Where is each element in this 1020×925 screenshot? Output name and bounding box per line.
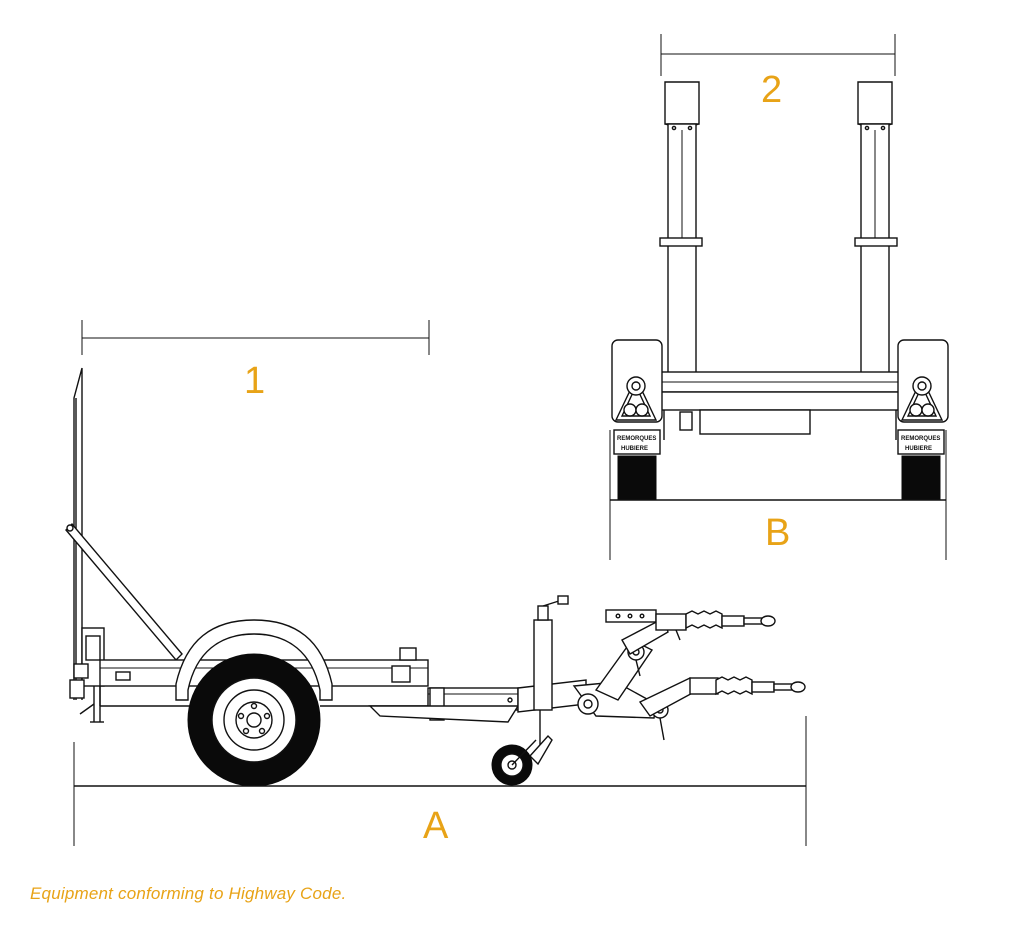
rear-right-wheel: REMORQUES HUBIERE	[897, 429, 945, 501]
rear-bracket	[69, 627, 105, 723]
rear-right-light	[897, 339, 949, 423]
jockey-wheel	[491, 595, 569, 786]
side-view: 1	[65, 320, 807, 847]
dimension-label-2: 2	[761, 69, 782, 111]
dimension-line-a	[73, 716, 807, 846]
caption: Equipment conforming to Highway Code.	[30, 884, 347, 903]
rear-right-post	[854, 81, 898, 401]
rear-left-light	[611, 339, 663, 423]
dimension-label-b: B	[765, 512, 790, 554]
diagonal-brace	[65, 522, 183, 662]
dimension-line-2	[660, 34, 896, 76]
dimension-line-b	[609, 430, 947, 560]
plate-text-right-2: HUBIERE	[905, 446, 932, 452]
dimension-label-1: 1	[244, 360, 265, 402]
plate-text-left-2: HUBIERE	[621, 446, 648, 452]
mudguard	[175, 619, 333, 701]
side-wheel	[187, 653, 321, 787]
plate-text-left-1: REMORQUES	[617, 436, 656, 442]
rear-view: 2	[609, 34, 949, 560]
dimension-line-1	[81, 320, 430, 355]
rear-bed	[655, 371, 905, 440]
dimension-label-a: A	[423, 805, 449, 847]
plate-text-right-1: REMORQUES	[901, 436, 940, 442]
coupling-assembly	[572, 609, 806, 741]
rear-left-wheel: REMORQUES HUBIERE	[613, 429, 661, 501]
rear-left-post	[659, 81, 703, 401]
rear-post	[73, 367, 83, 700]
